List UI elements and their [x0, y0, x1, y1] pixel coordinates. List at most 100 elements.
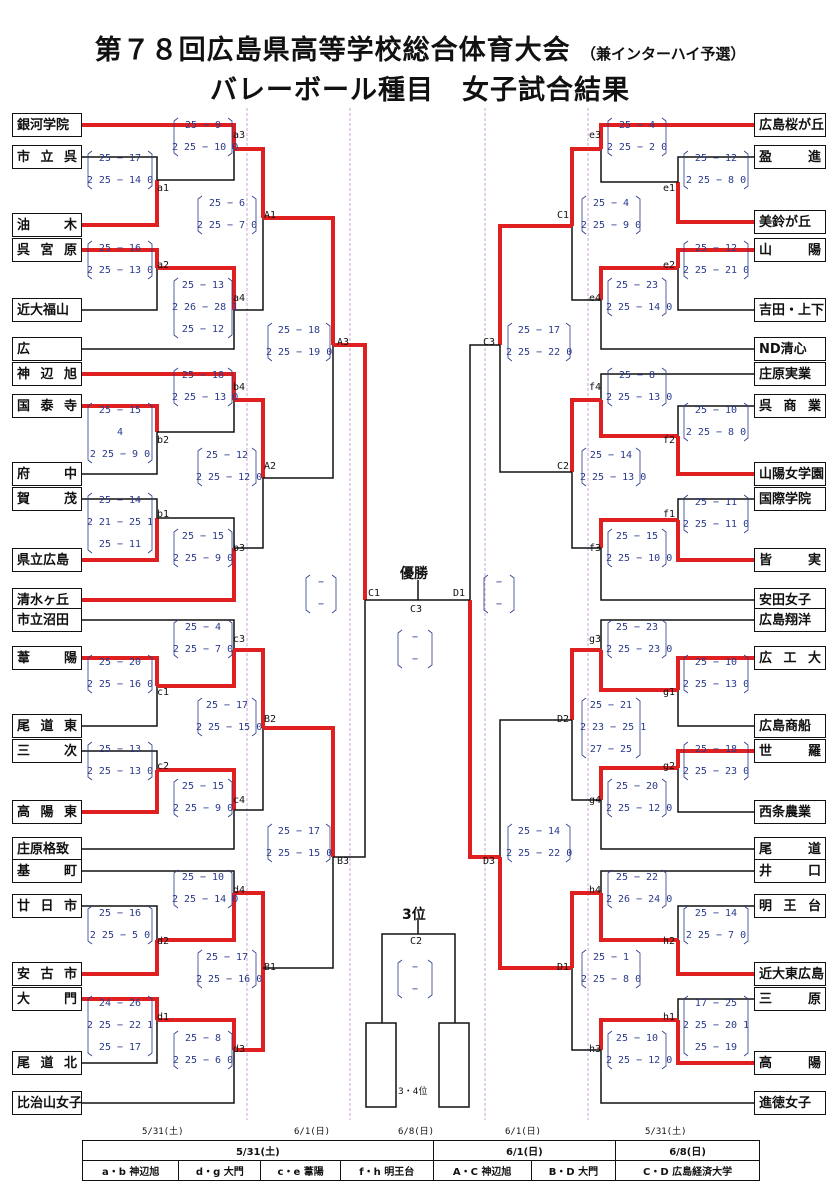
team-box-right: 呉商業 — [754, 394, 826, 418]
score-set: 25 − 4 — [184, 622, 222, 633]
team-box-right: 三原 — [754, 987, 826, 1011]
score-bracket — [683, 995, 689, 1057]
score-bracket — [147, 492, 153, 554]
team-char: 広 — [17, 342, 31, 357]
score-set: 25 − 21 — [589, 700, 633, 711]
team-char: 尾 — [17, 1056, 31, 1071]
team-char: 大 — [807, 651, 821, 666]
team-box-left: 葦陽 — [12, 646, 82, 670]
score-set: 2 25 − 9 0 — [172, 803, 234, 814]
schedule-header-day2: 6/1(日) — [432, 1140, 617, 1161]
score-set: 25 − 16 — [98, 243, 142, 254]
score-bracket — [683, 150, 689, 190]
bracket-line — [600, 373, 754, 400]
score-set: 2 25 − 7 0 — [685, 930, 747, 941]
match-label: C2 — [410, 936, 423, 947]
score-set: 2 25 − 12 0 — [606, 803, 673, 814]
score-set: 25 − 17 — [98, 153, 142, 164]
score-bracket — [173, 528, 179, 568]
team-box-right: 山陽女学園 — [754, 462, 826, 486]
third-place-label: 3位 — [402, 907, 426, 923]
bracket-line — [499, 345, 572, 473]
winner-path — [676, 436, 754, 476]
score-bracket — [331, 574, 337, 614]
score-set: 2 25 − 13 0 — [606, 392, 673, 403]
score-bracket — [581, 697, 587, 759]
winner-path — [599, 650, 678, 692]
score-bracket — [635, 447, 641, 487]
winner-path — [82, 997, 159, 1020]
score-set: 25 − 12 — [181, 324, 225, 335]
team-box-left: 広 — [12, 337, 82, 361]
score-set: 2 26 − 24 0 — [606, 894, 673, 905]
match-label: f2 — [663, 435, 676, 446]
score-bracket — [87, 905, 93, 945]
third-place-slot — [438, 1022, 470, 1108]
winner-path — [234, 891, 265, 968]
winner-path — [157, 1018, 236, 1050]
team-char: 尾 — [759, 842, 773, 857]
score-set: 2 25 − 7 0 — [172, 644, 234, 655]
team-box-right: 広島商船 — [754, 714, 826, 738]
score-bracket — [251, 697, 257, 737]
date-label: 5/31(土) — [645, 1127, 687, 1137]
team-char: 門 — [63, 992, 77, 1007]
winner-path — [599, 266, 678, 300]
score-bracket — [173, 277, 179, 339]
team-box-left: 廿日市 — [12, 894, 82, 918]
bracket-line — [333, 600, 366, 858]
bracket-line — [600, 149, 678, 183]
team-box-left: 市立沼田 — [12, 608, 82, 632]
score-set: 25 − 15 — [615, 531, 659, 542]
winner-path — [234, 968, 265, 1052]
match-label: h1 — [663, 1012, 676, 1023]
score-bracket — [147, 654, 153, 694]
team-char: 大 — [17, 992, 31, 1007]
score-bracket — [173, 869, 179, 909]
winner-path — [82, 180, 159, 227]
match-label: d4 — [233, 885, 246, 896]
score-bracket — [683, 741, 689, 781]
score-bracket — [743, 150, 749, 190]
winner-path — [676, 520, 754, 562]
score-set: 25 − 4 — [618, 120, 656, 131]
match-label: f4 — [589, 382, 602, 393]
score-bracket — [607, 528, 613, 568]
bracket-line — [499, 719, 572, 857]
bracket-line — [82, 1050, 235, 1104]
bracket-line — [677, 268, 754, 311]
match-label: a1 — [157, 183, 170, 194]
match-label: C3 — [483, 337, 496, 348]
team-char: 原 — [807, 992, 821, 1007]
score-set: 2 25 − 10 0 — [172, 142, 239, 153]
team-char: 府 — [17, 467, 31, 482]
score-bracket — [227, 869, 233, 909]
team-char: 皆 — [759, 553, 773, 568]
match-label: C3 — [410, 604, 423, 615]
winner-path — [570, 891, 601, 968]
score-bracket — [683, 494, 689, 534]
score-set: 25 − 14 — [589, 450, 633, 461]
bracket-line — [82, 686, 158, 727]
score-bracket — [197, 447, 203, 487]
match-label: d1 — [157, 1012, 170, 1023]
match-label: g4 — [589, 795, 602, 806]
team-char: 道 — [40, 1056, 54, 1071]
score-set: 2 25 − 5 0 — [89, 930, 151, 941]
winner-path — [82, 248, 159, 268]
match-label: a3 — [233, 130, 246, 141]
score-bracket — [683, 654, 689, 694]
bracket-line — [600, 548, 754, 601]
score-bracket — [147, 402, 153, 464]
score-set: − — [495, 599, 503, 610]
score-bracket — [251, 949, 257, 989]
match-label: D1 — [557, 962, 570, 973]
bracket-line — [234, 218, 264, 311]
team-box-left: 尾道東 — [12, 714, 82, 738]
winner-path — [498, 224, 572, 345]
score-set: 25 − 17 — [277, 826, 321, 837]
team-char: 基 — [17, 864, 31, 879]
team-char: 立 — [40, 150, 54, 165]
score-bracket — [581, 949, 587, 989]
bracket-line — [82, 498, 158, 518]
